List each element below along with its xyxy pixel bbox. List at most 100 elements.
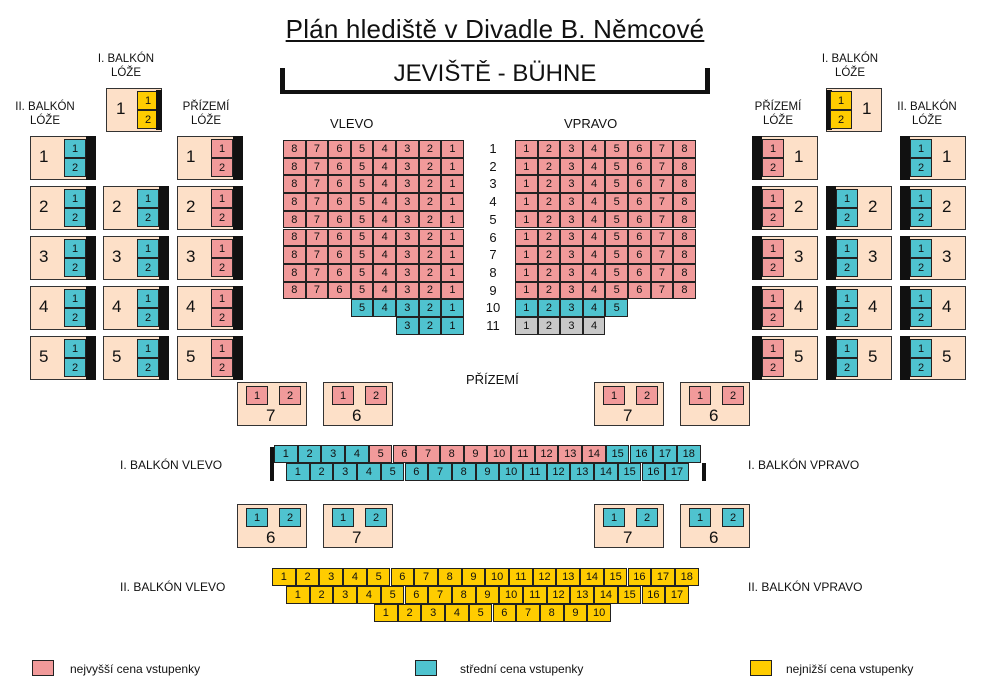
prizemi-right-seat[interactable]: 2	[762, 308, 784, 327]
parterre-right-seat[interactable]: 8	[673, 175, 696, 194]
balkon1-row2-seat[interactable]: 12	[546, 463, 571, 481]
balkon2-right-seat[interactable]: 2	[910, 258, 932, 277]
balkon1-row1-seat[interactable]: 13	[558, 445, 583, 463]
prizemi-left-seat[interactable]: 1	[211, 339, 233, 358]
parterre-left-seat[interactable]: 2	[418, 317, 442, 335]
balkon2-row2-seat[interactable]: 7	[428, 586, 452, 604]
balkon1-row1-seat[interactable]: 7	[416, 445, 440, 463]
parterre-left-seat[interactable]: 7	[305, 281, 329, 300]
parterre-left-seat[interactable]: 7	[305, 246, 329, 264]
parterre-left-seat[interactable]: 1	[441, 263, 464, 282]
parterre-right-seat[interactable]: 5	[605, 140, 628, 158]
parterre-right-seat[interactable]: 5	[605, 193, 628, 211]
parterre-right-seat[interactable]: 5	[605, 228, 628, 247]
parterre-left-seat[interactable]: 3	[396, 246, 419, 264]
balkon1-left-seat[interactable]: 2	[137, 358, 159, 377]
prizemi-left-seat[interactable]: 1	[211, 289, 233, 308]
balkon2-row2-seat[interactable]: 8	[451, 586, 476, 604]
parterre-right-seat[interactable]: 4	[582, 157, 606, 176]
parterre-left-seat[interactable]: 7	[305, 175, 329, 194]
prizemi-right-seat[interactable]: 2	[762, 208, 784, 227]
parterre-right-seat[interactable]: 1	[515, 210, 538, 229]
balkon2-right-seat[interactable]: 1	[910, 239, 932, 258]
balkon2-row2-seat[interactable]: 5	[380, 586, 405, 604]
parterre-right-seat[interactable]: 4	[582, 140, 606, 158]
parterre-left-seat[interactable]: 4	[373, 157, 396, 176]
parterre-left-seat[interactable]: 4	[373, 263, 396, 282]
parterre-right-seat[interactable]: 5	[605, 246, 628, 264]
prizemi-rear-right-seat[interactable]: 1	[689, 386, 711, 405]
balkon2-row3-seat[interactable]: 1	[374, 604, 398, 622]
parterre-left-seat[interactable]: 2	[418, 140, 442, 158]
parterre-right-seat[interactable]: 3	[560, 281, 583, 300]
balkon2-row1-seat[interactable]: 14	[580, 568, 604, 586]
parterre-left-seat[interactable]: 2	[418, 263, 442, 282]
balkon1-row1-seat[interactable]: 5	[368, 445, 393, 463]
parterre-left-seat[interactable]: 1	[441, 175, 464, 194]
balkon2-row1-seat[interactable]: 7	[414, 568, 438, 586]
balkon-rear-right-seat[interactable]: 1	[689, 508, 711, 527]
parterre-left-seat[interactable]: 1	[441, 193, 464, 211]
balkon1-left-seat[interactable]: 2	[137, 208, 159, 227]
balkon1-row1-seat[interactable]: 12	[534, 445, 559, 463]
parterre-right-seat[interactable]: 2	[537, 157, 561, 176]
parterre-left-seat[interactable]: 5	[350, 228, 374, 247]
parterre-right-seat[interactable]: 4	[582, 317, 606, 335]
parterre-left-seat[interactable]: 8	[283, 210, 306, 229]
prizemi-right-seat[interactable]: 1	[762, 289, 784, 308]
parterre-right-seat[interactable]: 1	[515, 228, 538, 247]
balkon1-right-seat[interactable]: 2	[836, 258, 858, 277]
parterre-left-seat[interactable]: 2	[418, 299, 442, 317]
parterre-left-seat[interactable]: 3	[396, 175, 419, 194]
balkon2-row2-seat[interactable]: 3	[333, 586, 358, 604]
parterre-right-seat[interactable]: 6	[628, 210, 651, 229]
balkon2-right-seat[interactable]: 2	[910, 358, 932, 377]
parterre-left-seat[interactable]: 8	[283, 246, 306, 264]
parterre-right-seat[interactable]: 4	[582, 210, 606, 229]
parterre-left-seat[interactable]: 4	[373, 140, 396, 158]
parterre-right-seat[interactable]: 5	[605, 210, 628, 229]
parterre-right-seat[interactable]: 2	[537, 281, 561, 300]
parterre-left-seat[interactable]: 6	[328, 228, 351, 247]
parterre-right-seat[interactable]: 7	[650, 228, 674, 247]
balkon2-row3-seat[interactable]: 3	[421, 604, 446, 622]
parterre-right-seat[interactable]: 5	[605, 157, 628, 176]
balkon1-row2-seat[interactable]: 3	[333, 463, 358, 481]
balkon2-row2-seat[interactable]: 4	[357, 586, 381, 604]
parterre-right-seat[interactable]: 4	[582, 263, 606, 282]
parterre-right-seat[interactable]: 7	[650, 157, 674, 176]
prizemi-rear-left-seat[interactable]: 1	[332, 386, 354, 405]
balkon1-row1-seat[interactable]: 14	[582, 445, 606, 463]
prizemi-right-seat[interactable]: 2	[762, 158, 784, 177]
balkon1-right-seat[interactable]: 1	[836, 339, 858, 358]
balkon1-row2-seat[interactable]: 10	[499, 463, 523, 481]
parterre-left-seat[interactable]: 4	[373, 193, 396, 211]
parterre-right-seat[interactable]: 1	[515, 175, 538, 194]
balkon2-row1-seat[interactable]: 8	[437, 568, 462, 586]
balkon2-right-seat[interactable]: 2	[910, 158, 932, 177]
parterre-left-seat[interactable]: 7	[305, 140, 329, 158]
parterre-left-seat[interactable]: 6	[328, 281, 351, 300]
parterre-right-seat[interactable]: 5	[605, 299, 628, 317]
parterre-left-seat[interactable]: 5	[350, 263, 374, 282]
balkon2-row1-seat[interactable]: 12	[532, 568, 557, 586]
prizemi-left-seat[interactable]: 2	[211, 208, 233, 227]
parterre-right-seat[interactable]: 8	[673, 210, 696, 229]
balkon-rear-left-seat[interactable]: 2	[365, 508, 387, 527]
balkon2-row1-seat[interactable]: 5	[366, 568, 391, 586]
balkon2-row1-seat[interactable]: 15	[603, 568, 628, 586]
balkon2-row1-seat[interactable]: 16	[627, 568, 652, 586]
balkon2-left-seat[interactable]: 2	[64, 258, 86, 277]
prizemi-left-seat[interactable]: 2	[211, 308, 233, 327]
prizemi-rear-left-seat[interactable]: 2	[279, 386, 301, 405]
balkon2-right-seat[interactable]: 1	[910, 289, 932, 308]
parterre-right-seat[interactable]: 1	[515, 157, 538, 176]
parterre-left-seat[interactable]: 1	[441, 210, 464, 229]
parterre-left-seat[interactable]: 3	[396, 228, 419, 247]
prizemi-left-seat[interactable]: 2	[211, 158, 233, 177]
parterre-right-seat[interactable]: 5	[605, 281, 628, 300]
parterre-right-seat[interactable]: 3	[560, 140, 583, 158]
prizemi-right-seat[interactable]: 1	[762, 189, 784, 208]
parterre-right-seat[interactable]: 6	[628, 228, 651, 247]
parterre-left-seat[interactable]: 4	[373, 175, 396, 194]
